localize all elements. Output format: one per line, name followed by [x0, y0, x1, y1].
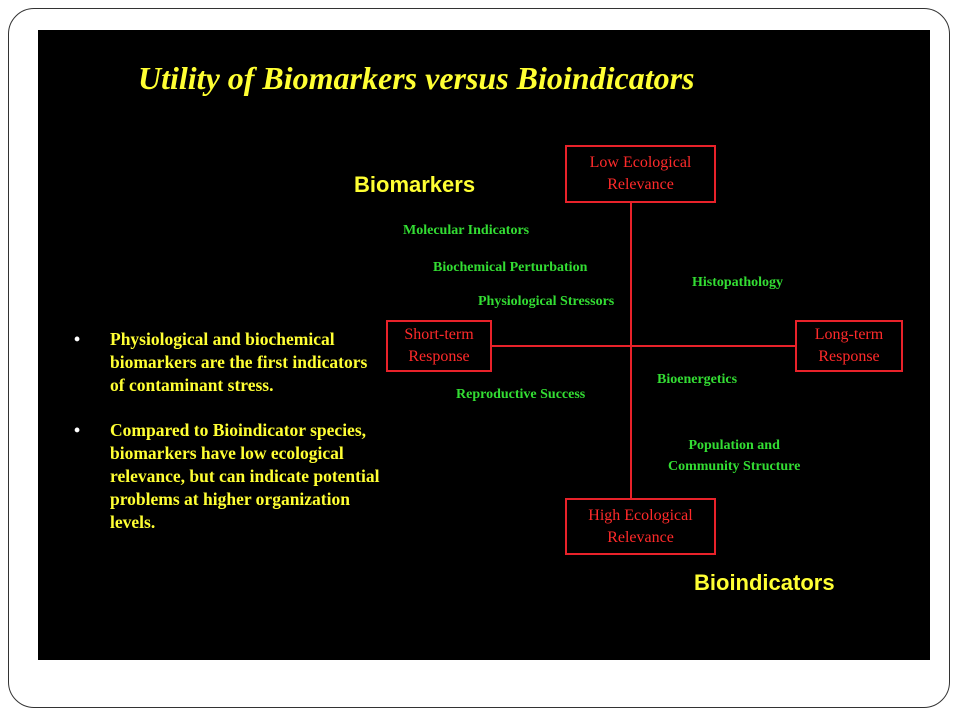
high-ecological-relevance-box: High Ecological Relevance — [565, 498, 716, 555]
bullet-marker: • — [74, 420, 81, 440]
high-relevance-line-2: Relevance — [607, 528, 674, 546]
physiological-stressors-label: Physiological Stressors — [478, 294, 615, 309]
bullet-item: • Physiological and biochemical biomarke… — [74, 328, 384, 397]
bullet-item: • Compared to Bioindicator species, biom… — [74, 419, 384, 534]
long-term-line-2: Response — [818, 348, 880, 365]
slide-frame — [8, 8, 950, 708]
low-relevance-line-2: Relevance — [607, 176, 674, 193]
vertical-axis — [630, 202, 632, 500]
bioenergetics-label: Bioenergetics — [657, 372, 738, 387]
short-term-line-1: Short-term — [404, 326, 474, 343]
horizontal-axis — [491, 345, 795, 347]
bullet-text: Physiological and biochemical biomarkers… — [110, 329, 368, 395]
biochemical-perturbation-label: Biochemical Perturbation — [433, 260, 588, 275]
short-term-line-2: Response — [408, 348, 470, 365]
population-line-1: Population and — [688, 438, 780, 453]
slide-title: Utility of Biomarkers versus Bioindicato… — [138, 60, 695, 96]
bioindicators-heading: Bioindicators — [694, 570, 835, 595]
high-relevance-line-1: High Ecological — [588, 506, 693, 524]
molecular-indicators-label: Molecular Indicators — [403, 223, 530, 238]
low-relevance-line-1: Low Ecological — [589, 154, 692, 171]
population-line-2: Community Structure — [668, 459, 801, 474]
short-term-response-box: Short-term Response — [386, 320, 492, 372]
bullet-marker: • — [74, 329, 81, 349]
long-term-response-box: Long-term Response — [795, 320, 903, 372]
slide: Utility of Biomarkers versus Bioindicato… — [38, 30, 930, 660]
low-ecological-relevance-box: Low Ecological Relevance — [565, 145, 716, 203]
bullet-list: • Physiological and biochemical biomarke… — [74, 328, 384, 556]
histopathology-label: Histopathology — [692, 275, 784, 290]
population-community-label: Population and Community Structure — [668, 435, 800, 477]
reproductive-success-label: Reproductive Success — [456, 387, 586, 402]
bullet-text: Compared to Bioindicator species, biomar… — [110, 420, 380, 532]
long-term-line-1: Long-term — [814, 326, 884, 343]
biomarkers-heading: Biomarkers — [354, 172, 476, 197]
